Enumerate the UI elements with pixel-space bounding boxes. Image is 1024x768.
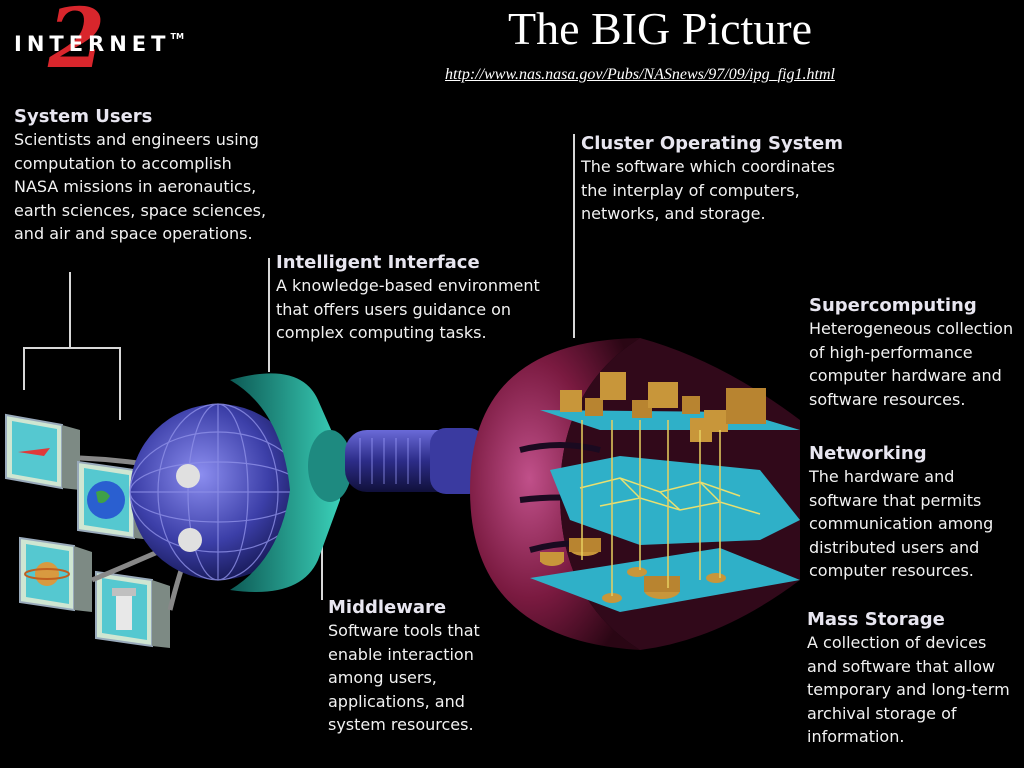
monitor-tower <box>95 570 170 648</box>
logo-tm: TM <box>170 32 184 41</box>
supercomputing-heading: Supercomputing <box>809 295 977 316</box>
cluster-os-line: the interplay of computers, <box>581 180 800 200</box>
middleware-tube <box>345 428 485 494</box>
logo-text: INTERNET <box>14 32 171 56</box>
label-cluster-os: Cluster Operating System The software wh… <box>581 133 881 226</box>
networking-heading: Networking <box>809 443 927 464</box>
user-monitors <box>5 413 193 648</box>
label-middleware: Middleware Software tools that enable in… <box>328 597 528 737</box>
supercomputing-line: of high-performance <box>809 342 973 362</box>
cluster-os-line: networks, and storage. <box>581 204 766 223</box>
intelligent-interface-line: A knowledge-based environment <box>276 276 540 295</box>
mass-storage-line: temporary and long-term <box>807 680 1010 699</box>
mass-storage-line: A collection of devices <box>807 633 987 652</box>
networking-line: software that permits <box>809 490 982 510</box>
intelligent-interface-line: complex computing tasks. <box>276 323 487 342</box>
label-supercomputing: Supercomputing Heterogeneous collection … <box>809 295 1024 411</box>
label-networking: Networking The hardware and software tha… <box>809 443 1024 583</box>
system-users-line: Scientists and engineers using <box>14 130 259 149</box>
mass-storage-heading: Mass Storage <box>807 609 945 630</box>
supercomputing-platform <box>540 372 800 442</box>
interface-funnel <box>230 373 352 592</box>
middleware-line: applications, and <box>328 691 465 711</box>
middleware-line: enable interaction <box>328 644 474 664</box>
supercomputing-line: computer hardware and <box>809 366 1002 385</box>
system-users-line: NASA missions in aeronautics, <box>14 177 257 196</box>
system-users-line: and air and space operations. <box>14 224 253 243</box>
source-link[interactable]: http://www.nas.nasa.gov/Pubs/NASnews/97/… <box>445 66 835 83</box>
system-users-heading: System Users <box>14 106 153 127</box>
mass-storage-line: and software that allow <box>807 656 996 676</box>
label-system-users: System Users Scientists and engineers us… <box>14 106 274 246</box>
intelligent-interface-heading: Intelligent Interface <box>276 252 480 273</box>
intelligent-interface-line: that offers users guidance on <box>276 299 512 319</box>
monitor-planet <box>19 536 92 612</box>
cluster-os-heading: Cluster Operating System <box>581 133 844 154</box>
logo-numeral: 2 <box>48 0 106 87</box>
logo-wordmark: INTERNETTM <box>14 32 184 56</box>
networking-line: The hardware and <box>809 467 955 486</box>
system-users-line: computation to accomplish <box>14 153 232 173</box>
mass-storage-line: information. <box>807 727 905 746</box>
leader-lines <box>23 134 575 600</box>
middleware-line: Software tools that <box>328 621 480 640</box>
networking-line: computer resources. <box>809 561 974 580</box>
label-mass-storage: Mass Storage A collection of devices and… <box>807 609 1022 749</box>
label-intelligent-interface: Intelligent Interface A knowledge-based … <box>276 252 576 345</box>
page-title: The BIG Picture <box>507 3 813 54</box>
mass-storage-platform <box>530 538 800 612</box>
monitor-aircraft <box>5 413 80 490</box>
middleware-line: among users, <box>328 668 437 687</box>
supercomputing-line: software resources. <box>809 389 966 409</box>
platform-connectors <box>581 420 721 596</box>
supercomputing-line: Heterogeneous collection <box>809 319 1014 338</box>
cluster-os-line: The software which coordinates <box>581 157 836 176</box>
architecture-diagram <box>5 134 800 650</box>
networking-line: distributed users and <box>809 537 980 557</box>
middleware-heading: Middleware <box>328 597 447 618</box>
mass-storage-line: archival storage of <box>807 703 957 723</box>
middleware-line: system resources. <box>328 715 474 734</box>
internet2-logo: 2 INTERNETTM <box>8 0 184 94</box>
interface-globe <box>129 403 307 581</box>
system-users-line: earth sciences, space sciences, <box>14 200 267 220</box>
networking-line: communication among <box>809 514 994 533</box>
